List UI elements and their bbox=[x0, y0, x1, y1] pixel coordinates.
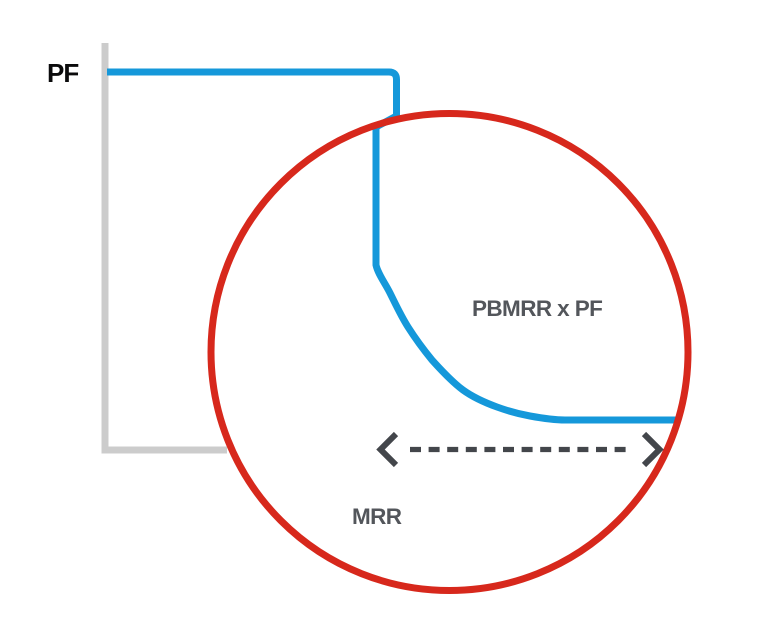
pf-curve bbox=[107, 68, 679, 424]
x-axis-label: MRR bbox=[352, 504, 402, 529]
y-axis-label: PF bbox=[47, 58, 78, 88]
chevron-right-icon bbox=[641, 431, 664, 468]
mrr-circle bbox=[207, 110, 692, 594]
chevron-left-icon bbox=[376, 431, 399, 468]
axes-lines bbox=[101, 43, 227, 454]
curve-label: PBMRR x PF bbox=[472, 296, 602, 321]
